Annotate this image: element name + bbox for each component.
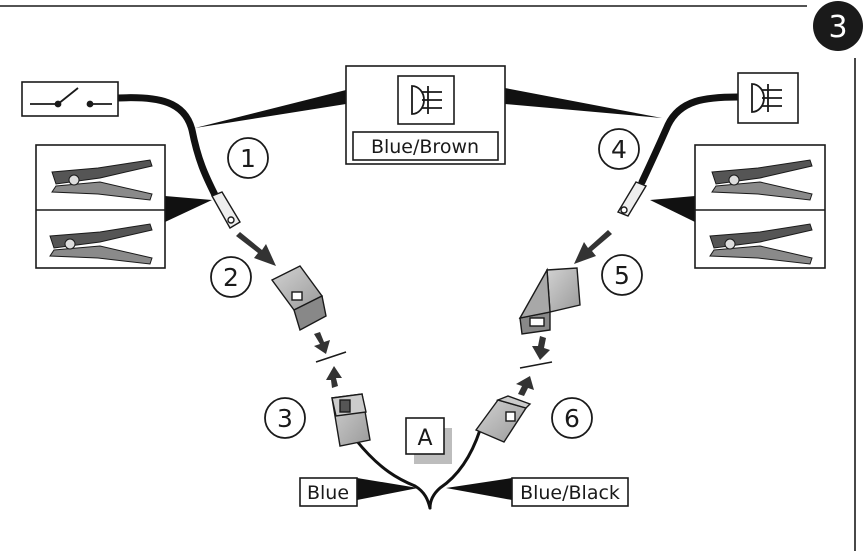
left-terminal (210, 191, 241, 229)
left-lower-housing (331, 393, 371, 447)
connector-a-label: A (405, 417, 452, 464)
blue-black-wire-label: Blue/Black (446, 477, 629, 507)
page-frame (0, 5, 856, 551)
right-upper-housing (518, 267, 581, 335)
step-5-number: 5 (614, 261, 630, 290)
blue-wire-label: Blue (299, 477, 418, 507)
leader-blue (357, 478, 418, 500)
arrow-down-right (532, 336, 550, 360)
blue-brown-label: Blue/Brown (371, 136, 479, 158)
step-badge-number: 3 (828, 10, 847, 45)
crimping-pliers-icon (49, 223, 153, 265)
arrow-up-right (516, 376, 534, 396)
step-1: 1 (227, 137, 269, 179)
step-1-number: 1 (240, 144, 256, 173)
arrow-down-left (314, 332, 330, 354)
leader-left-tools (165, 196, 212, 222)
step-4: 4 (598, 128, 640, 170)
step-badge: 3 (813, 1, 863, 51)
leader-top-left (195, 90, 346, 128)
step-3: 3 (264, 397, 306, 439)
step-5: 5 (601, 254, 643, 296)
right-fog-lamp-box (737, 72, 799, 124)
leader-top-right (505, 88, 662, 118)
switch-symbol-icon (30, 87, 112, 108)
right-terminal (616, 181, 648, 217)
insert-arrows (236, 230, 612, 266)
left-upper-housing (270, 265, 327, 332)
wire-right-top (638, 93, 742, 186)
left-tools-box (35, 144, 212, 269)
step-3-number: 3 (277, 404, 293, 433)
step-2: 2 (210, 256, 252, 298)
right-tools-box (650, 144, 826, 269)
wire-stripper-icon (711, 159, 813, 201)
right-lower-housing (474, 395, 532, 443)
connector-a-text: A (417, 426, 432, 451)
crimping-pliers-icon (709, 223, 813, 265)
mate-arrows-right (516, 336, 553, 396)
separator-left (315, 351, 347, 363)
leader-right-tools (650, 196, 695, 222)
leader-blue-black (446, 478, 512, 500)
step-6: 6 (551, 397, 593, 439)
wire-left-bottom (354, 438, 432, 510)
arrow-right-insert (574, 230, 612, 264)
wire-left-top (114, 94, 219, 199)
step-6-number: 6 (564, 404, 580, 433)
wires (114, 93, 742, 510)
blue-black-label: Blue/Black (520, 482, 620, 504)
arrow-up-left (326, 366, 342, 388)
blue-brown-label-box (352, 131, 499, 161)
switch-symbol (21, 81, 119, 117)
fog-lamp-icon (751, 83, 782, 113)
wire-stripper-icon (51, 159, 153, 201)
wire-right-bottom (428, 428, 482, 510)
separator-right (519, 361, 553, 369)
step-4-number: 4 (611, 135, 627, 164)
top-wire-label: Blue/Brown (195, 65, 662, 165)
mate-arrows-left (314, 332, 347, 388)
blue-label: Blue (307, 482, 349, 504)
arrow-left-insert (236, 232, 276, 266)
fog-lamp-icon (411, 85, 442, 115)
step-2-number: 2 (223, 263, 239, 292)
